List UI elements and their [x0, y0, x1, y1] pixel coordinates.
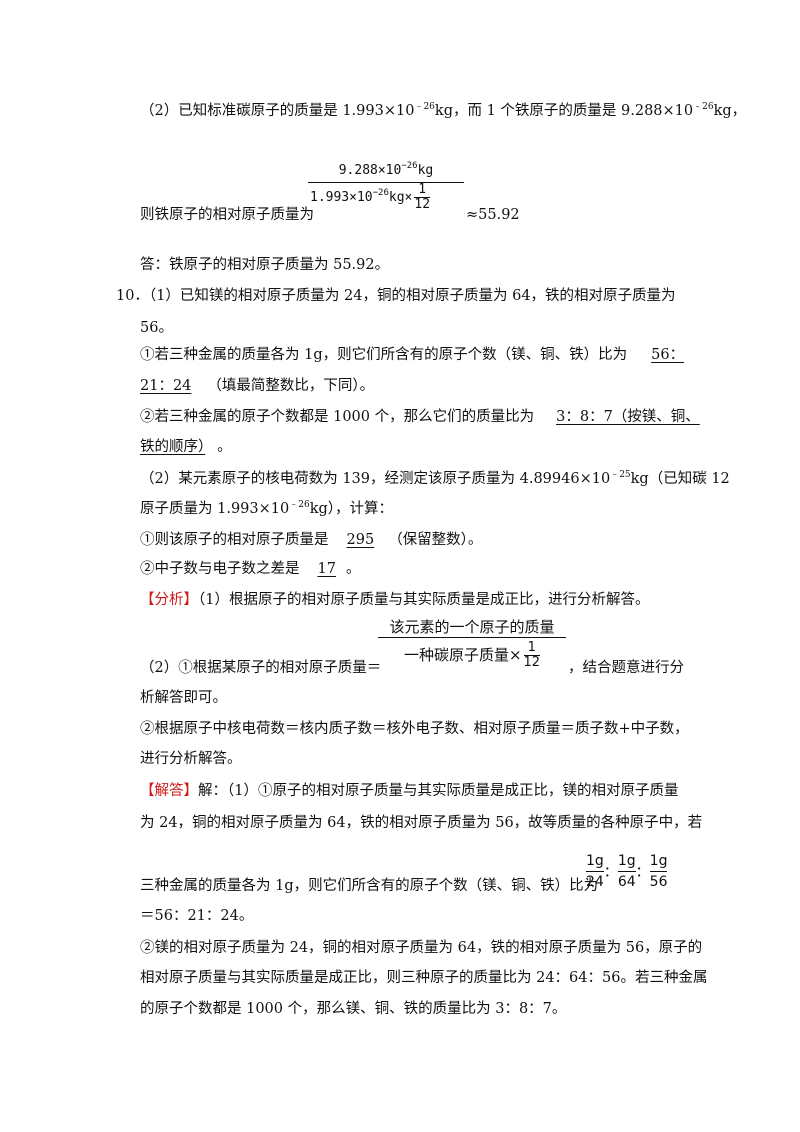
solution-tag: 【解答】: [140, 783, 198, 799]
answer-blank: 3：8：7（按镁、铜、: [556, 409, 700, 425]
solution-line1: 【解答】解：（1）①原子的相对原子质量与其实际质量是成正比，镁的相对原子质量: [140, 783, 679, 799]
solution-line7: 的原子个数都是 1000 个，那么镁、铜、铁的质量比为 3：8：7。: [140, 1001, 567, 1017]
analysis-line4: ②根据原子中核电荷数＝核内质子数＝核外电子数、相对原子质量＝质子数+中子数，: [140, 721, 689, 737]
solution-line2: 为 24，铜的相对原子质量为 64，铁的相对原子质量为 56，故等质量的各种原子…: [140, 815, 703, 831]
ratio-separator: ：: [635, 864, 650, 881]
solution-line4: ＝56：21：24。: [140, 908, 254, 924]
analysis-line2-trail: ，结合题意进行分: [568, 660, 684, 676]
fraction-bar: [308, 182, 464, 183]
q10-item1-line2: 21：24（填最简整数比，下同）。: [140, 378, 375, 394]
exponent: ﹣26: [693, 102, 714, 112]
analysis-line5: 进行分析解答。: [140, 751, 242, 767]
iron-mass-lead: 则铁原子的相对原子质量为: [140, 207, 314, 223]
q10-line1: 10．（1）已知镁的相对原子质量为 24，铜的相对原子质量为 64，铁的相对原子…: [116, 288, 676, 304]
q10-item2-line2: 铁的顺序）。: [140, 439, 232, 455]
given-text: （2）已知标准碳原子的质量是 1.993×10: [140, 103, 415, 119]
given-text: kg，: [713, 103, 747, 119]
answer-blank: 295: [346, 532, 375, 548]
fraction-bar: [378, 637, 566, 638]
fraction-numerator: 该元素的一个原子的质量: [389, 618, 555, 636]
analysis-line3: 析解答即可。: [140, 690, 227, 706]
fraction-numerator: 9.288×10−26kg: [338, 161, 434, 179]
q10-part2-line2: 原子质量为 1.993×10﹣26kg），计算：: [140, 500, 394, 518]
iron-answer: 答：铁原子的相对原子质量为 55.92。: [140, 257, 390, 273]
q10-part2-line1: （2）某元素原子的核电荷数为 139，经测定该原子质量为 4.89946×10﹣…: [140, 470, 730, 488]
answer-blank: 21：24: [140, 378, 192, 394]
solution-line5: ②镁的相对原子质量为 24，铜的相对原子质量为 64，铁的相对原子质量为 56，…: [140, 940, 703, 956]
iron-mass-result: ≈55.92: [466, 207, 520, 223]
solution-line3: 三种金属的质量各为 1g，则它们所含有的原子个数（镁、铜、铁）比为: [140, 878, 599, 894]
answer-blank: 铁的顺序）: [140, 439, 206, 455]
analysis-tag: 【分析】: [140, 592, 198, 608]
given-text: kg，而 1 个铁原子的质量是 9.288×10: [434, 103, 694, 119]
analysis-line2-lead: （2）①根据某原子的相对原子质量＝: [140, 660, 382, 676]
answer-blank: 17: [317, 561, 336, 577]
answer-blank: 56：: [651, 347, 685, 363]
q10-line2: 56。: [140, 320, 173, 336]
given-masses-line: （2）已知标准碳原子的质量是 1.993×10﹣26kg，而 1 个铁原子的质量…: [140, 101, 746, 121]
analysis-line1: 【分析】（1）根据原子的相对原子质量与其实际质量是成正比，进行分析解答。: [140, 592, 650, 608]
solution-line6: 相对原子质量与其实际质量是成正比，则三种原子的质量比为 24：64：56。若三种…: [140, 970, 708, 986]
exponent: ﹣26: [414, 102, 435, 112]
ratio-separator: ：: [603, 864, 618, 881]
